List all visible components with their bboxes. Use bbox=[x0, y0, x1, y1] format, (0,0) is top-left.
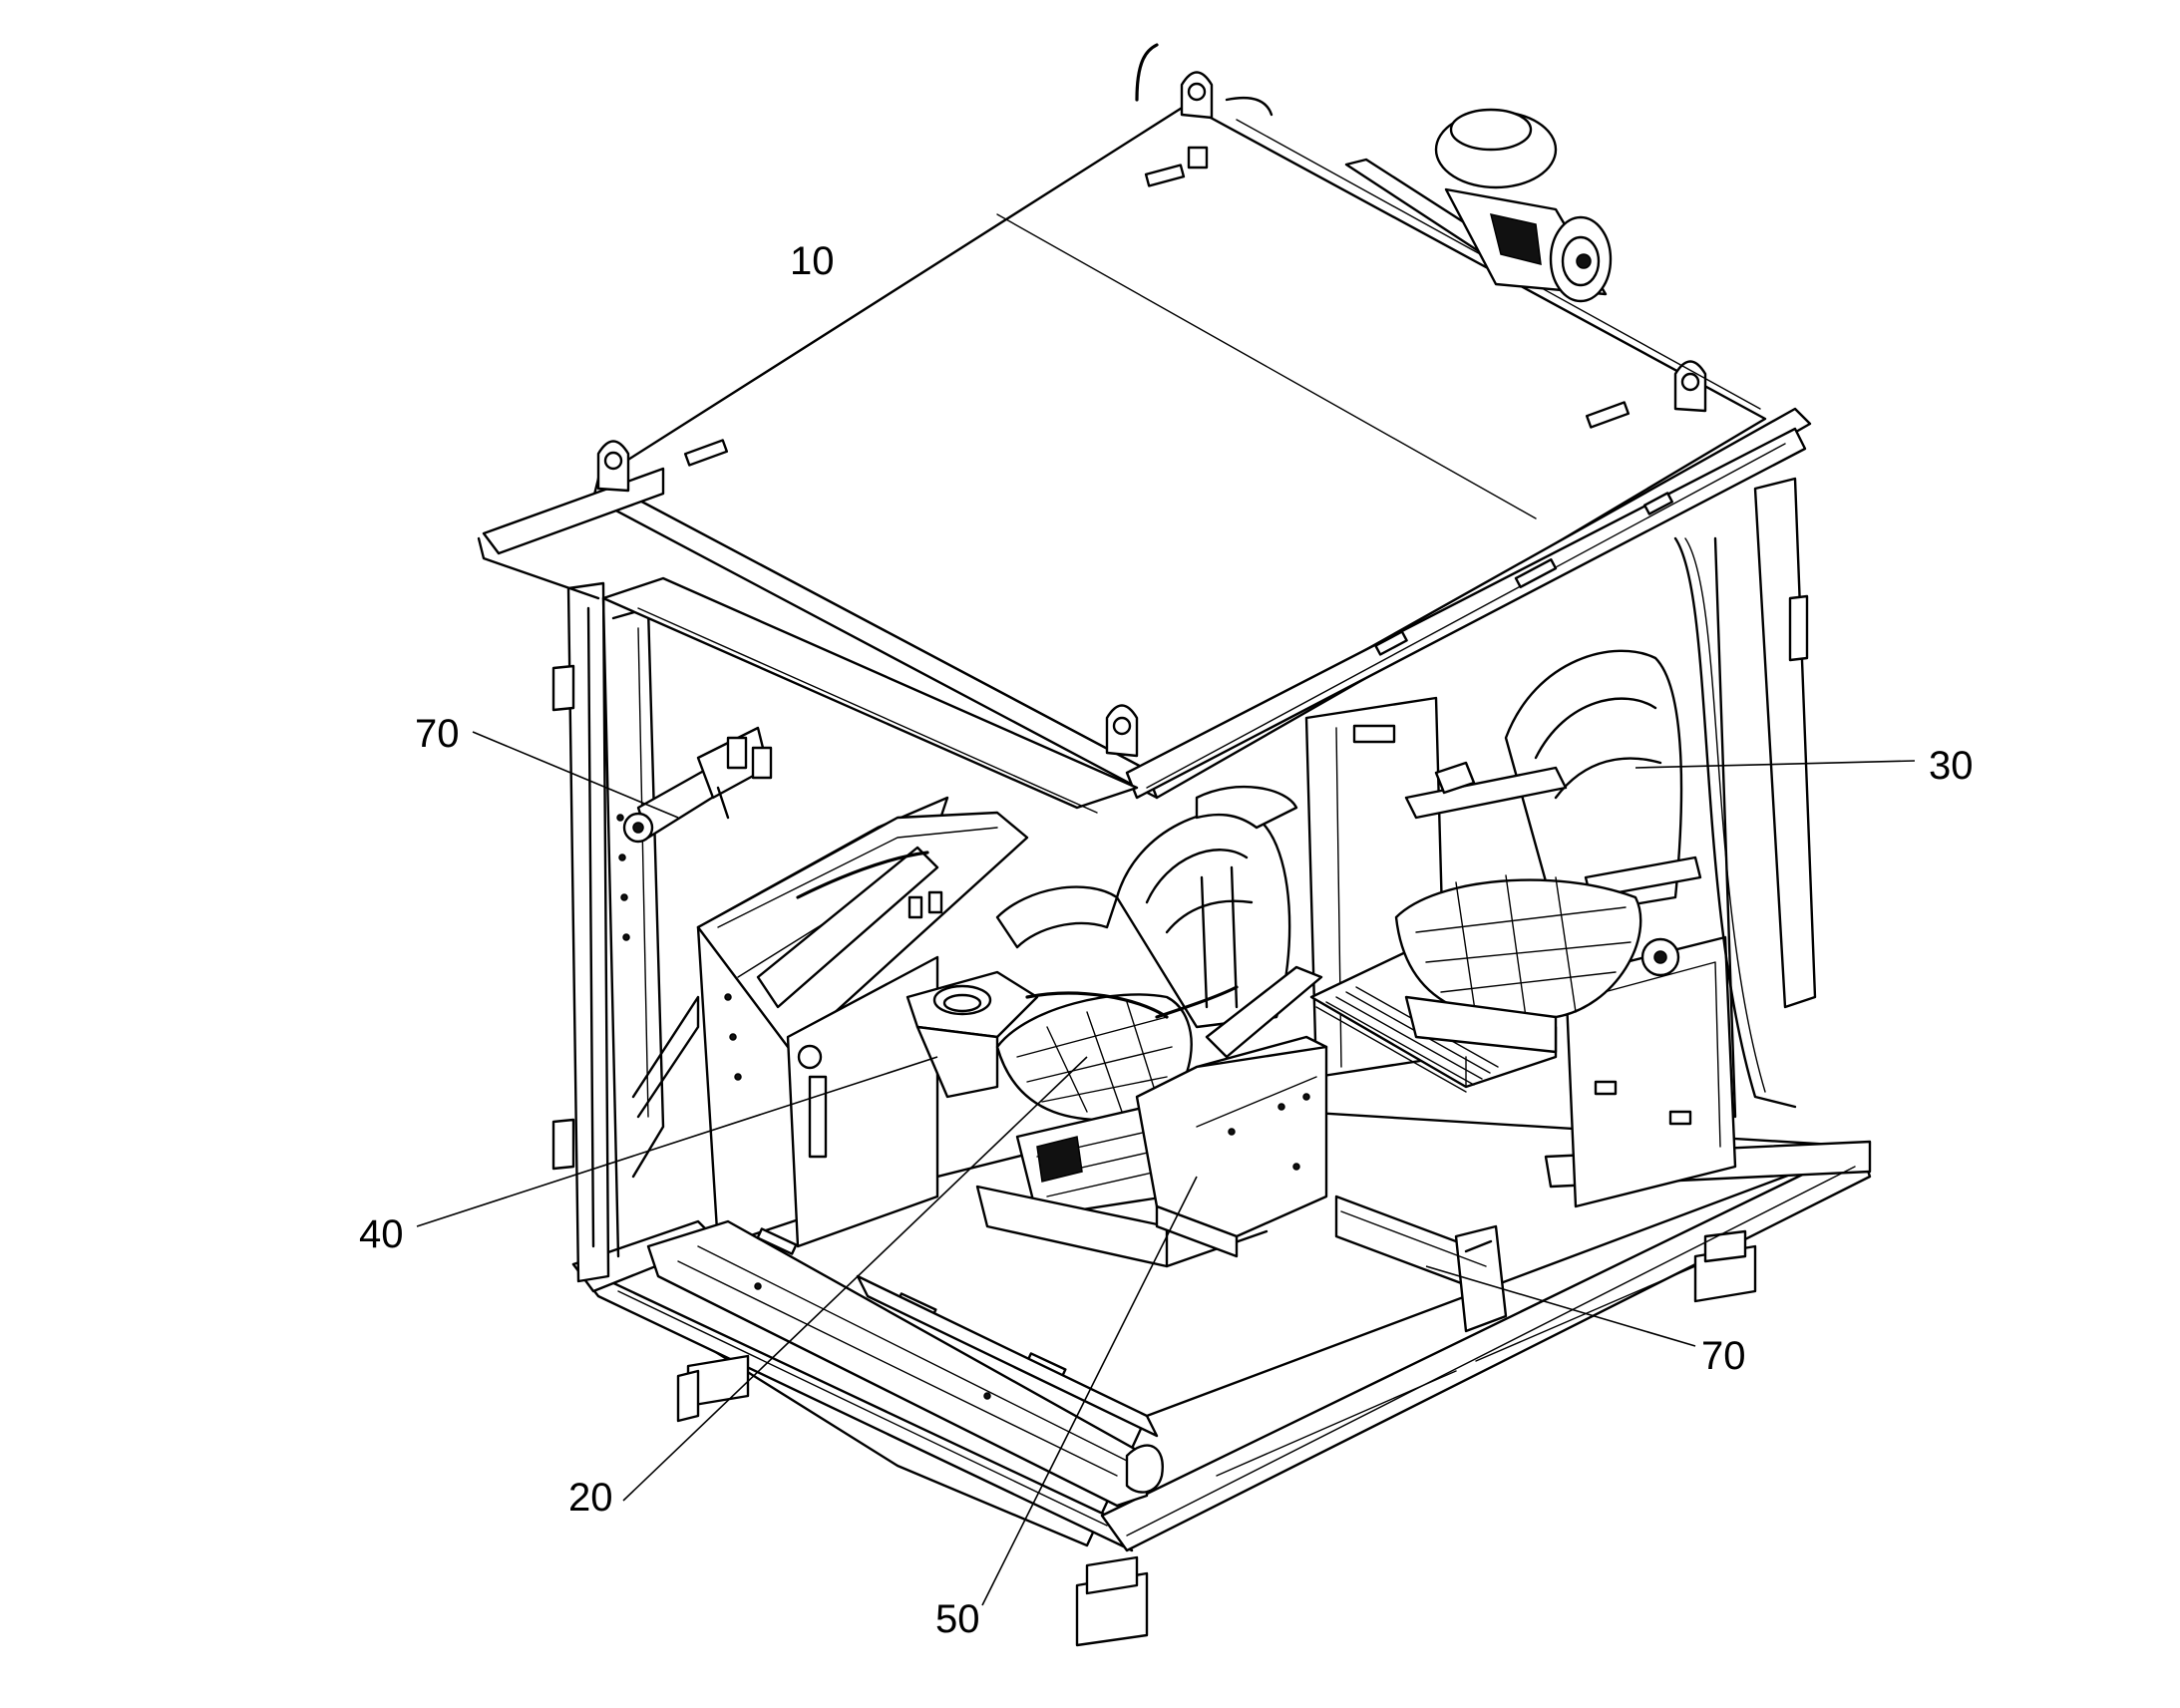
leader-70a bbox=[472, 731, 679, 819]
label-right-console: 50 bbox=[935, 1597, 980, 1641]
left-console bbox=[696, 796, 1029, 1248]
label-front-seat: 20 bbox=[568, 1476, 613, 1520]
front-floor-panel bbox=[646, 1219, 1164, 1508]
rear-seat bbox=[1394, 649, 1702, 1054]
lift-eye bbox=[1105, 704, 1139, 758]
roof-motor bbox=[1135, 43, 1613, 303]
label-left-latch: 70 bbox=[415, 712, 460, 756]
label-rear-seat: 30 bbox=[1929, 744, 1974, 788]
lift-eye bbox=[596, 440, 630, 493]
lift-eye bbox=[1673, 360, 1707, 413]
leader-30 bbox=[1635, 760, 1916, 769]
leader-50 bbox=[981, 1176, 1198, 1606]
right-console bbox=[1135, 1035, 1328, 1258]
label-left-console: 40 bbox=[359, 1212, 404, 1256]
right-latch bbox=[1334, 1195, 1508, 1333]
leader-20 bbox=[622, 1056, 1088, 1502]
front-seat bbox=[975, 785, 1323, 1268]
base-frame bbox=[571, 1105, 1872, 1647]
lift-eye bbox=[1180, 71, 1214, 120]
label-roof: 10 bbox=[790, 239, 835, 283]
label-right-latch: 70 bbox=[1701, 1334, 1746, 1378]
left-latch bbox=[622, 726, 773, 844]
left-armrest-pod bbox=[906, 970, 1039, 1099]
leader-70b bbox=[1425, 1265, 1696, 1347]
leader-40 bbox=[416, 1056, 938, 1227]
leader-lines bbox=[416, 731, 1916, 1606]
left-frame bbox=[551, 581, 700, 1283]
